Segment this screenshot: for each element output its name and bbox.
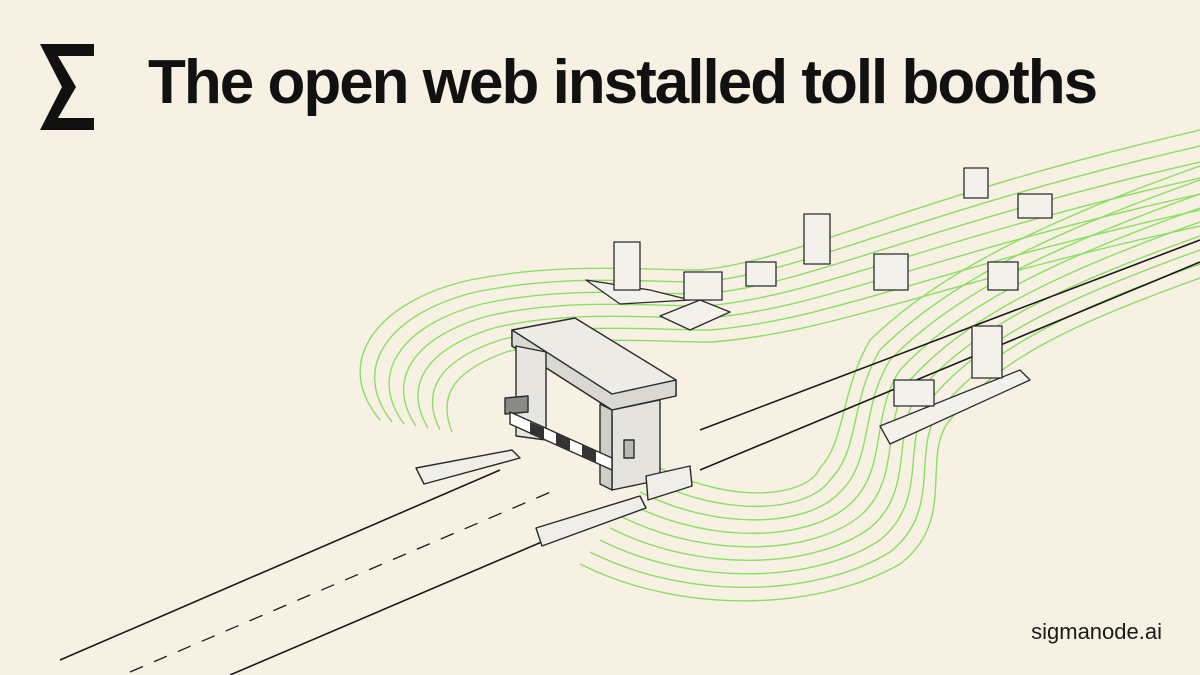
- green-flow-lines: [359, 129, 1200, 602]
- page-title: The open web installed toll booths: [148, 48, 1098, 117]
- site-domain: sigmanode.ai: [1031, 619, 1162, 644]
- sigma-logo-icon: [40, 44, 94, 130]
- toll-gate: [415, 317, 693, 547]
- city-blocks: [585, 167, 1053, 445]
